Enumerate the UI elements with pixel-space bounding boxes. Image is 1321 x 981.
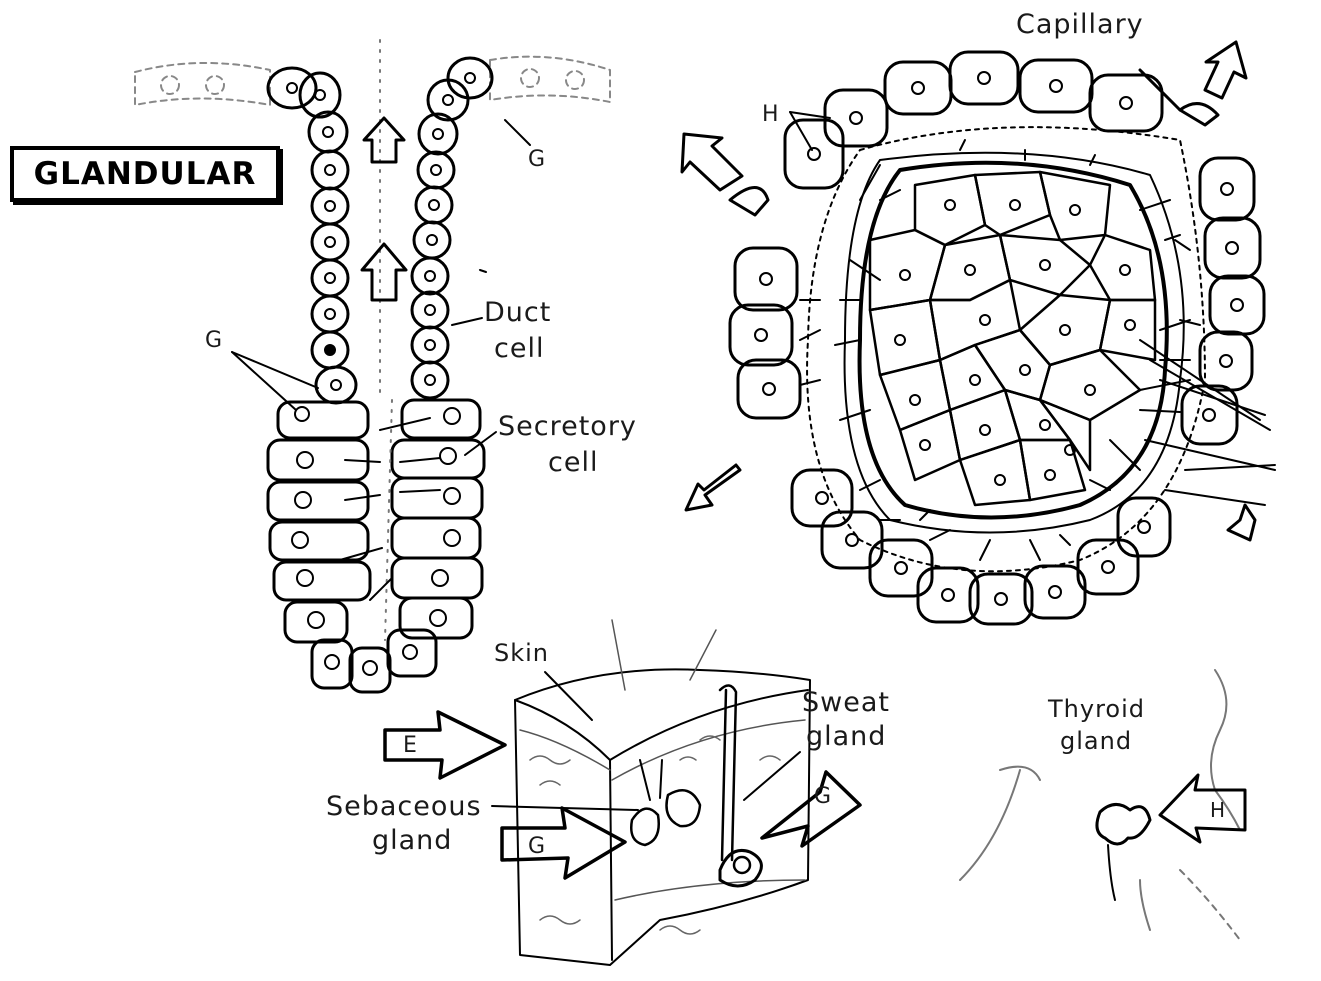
exocrine-arrow-g-right [762, 772, 860, 846]
exocrine-duct-gland [232, 40, 530, 692]
duct-left-wall [268, 68, 356, 403]
g-label-top: G [528, 145, 546, 175]
thyroid-gland-shape [1097, 804, 1150, 844]
h-label-top: H [762, 100, 780, 130]
sweat-gland-label-line2: gland [806, 722, 886, 752]
arrow-h-label: H [1210, 795, 1226, 825]
sebaceous-gland-label-line2: gland [372, 826, 452, 856]
secretion-flow-arrows [362, 118, 406, 300]
glandular-title: GLANDULAR [34, 156, 257, 192]
glandular-title-box: GLANDULAR [10, 146, 280, 202]
duct-right-wall [412, 58, 492, 398]
secretory-cell-label-line1: Secretory [498, 412, 637, 442]
duct-cell-label-line1: Duct [484, 298, 551, 328]
sweat-gland-label-line1: Sweat [802, 688, 890, 718]
secretory-cell-label-line2: cell [548, 448, 598, 478]
thyroid-gland-label-line1: Thyroid [1048, 694, 1145, 724]
arrow-e-label: E [403, 731, 418, 761]
surface-epithelium [135, 57, 610, 105]
thyroid-gland-label-line2: gland [1060, 726, 1132, 756]
arrow-g-right-label: G [814, 782, 832, 812]
arrow-g-left-label: G [528, 832, 546, 862]
skin-label: Skin [494, 638, 549, 668]
g-label-left: G [205, 326, 223, 356]
capillary-label: Capillary [1016, 10, 1144, 40]
duct-cell-label-line2: cell [494, 334, 544, 364]
sebaceous-gland-label-line1: Sebaceous [326, 792, 482, 822]
exocrine-arrow-g-left [502, 808, 625, 878]
endocrine-arrow-h [1160, 775, 1245, 842]
